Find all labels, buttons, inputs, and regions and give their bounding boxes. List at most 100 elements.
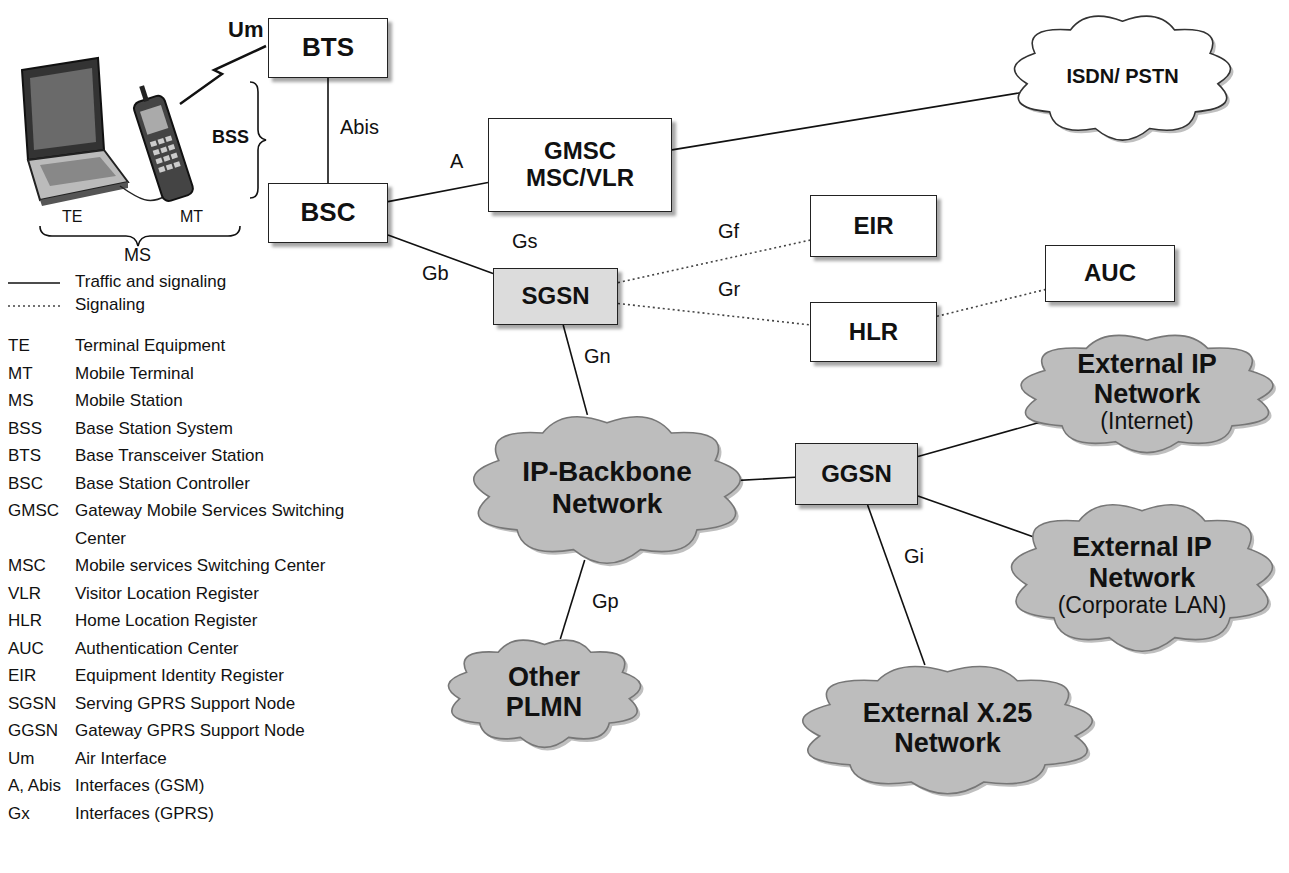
traffic-link xyxy=(327,78,329,183)
node-title: AUC xyxy=(1084,260,1136,287)
traffic-link xyxy=(918,496,1035,538)
definition-cell: Interfaces (GPRS) xyxy=(75,800,365,828)
definition-cell: Mobile services Switching Center xyxy=(75,552,365,580)
signaling-link xyxy=(937,290,1045,317)
abbreviation-cell: BTS xyxy=(8,442,41,470)
interface-label: A xyxy=(448,150,465,172)
node-title: GGSN xyxy=(821,461,892,488)
node-title: EIR xyxy=(853,213,893,240)
definition-cell: Gateway GPRS Support Node xyxy=(75,717,365,745)
cloud-shape xyxy=(474,417,741,564)
signaling-link xyxy=(618,304,810,325)
interface-label: Gn xyxy=(582,345,613,367)
cloud-shape xyxy=(1021,335,1273,452)
pstn-cloud: ISDN/ PSTN xyxy=(1005,2,1240,150)
cable xyxy=(120,186,165,201)
hlr-box: HLR xyxy=(810,302,937,362)
definition-cell: Home Location Register xyxy=(75,607,365,635)
group-label: MS xyxy=(124,246,151,266)
definition-cell: Serving GPRS Support Node xyxy=(75,690,365,718)
abbreviation-cell: MT xyxy=(8,360,33,388)
group-label: BSS xyxy=(212,128,249,148)
node-title: External X.25 Network xyxy=(843,698,1053,758)
abbreviation-cell: VLR xyxy=(8,580,41,608)
cloud-shape xyxy=(448,640,640,747)
definition-cell: Base Station System xyxy=(75,415,365,443)
node-title: BSC xyxy=(301,198,356,227)
definition-cell: Interfaces (GSM) xyxy=(75,772,365,800)
node-title: GMSC MSC/VLR xyxy=(505,138,655,192)
traffic-link xyxy=(388,183,488,202)
abbreviation-cell: HLR xyxy=(8,607,42,635)
definition-cell: Air Interface xyxy=(75,745,365,773)
legend-dotted-sample xyxy=(8,305,60,307)
bts-box: BTS xyxy=(268,18,388,78)
node-title: Other PLMN xyxy=(469,662,619,722)
backbone-cloud: IP-Backbone Network xyxy=(462,400,752,575)
node-title: ISDN/ PSTN xyxy=(1066,65,1178,87)
bsc-box: BSC xyxy=(268,183,388,243)
definition-cell: Equipment Identity Register xyxy=(75,662,365,690)
network-cloud: External X.25 Network xyxy=(790,652,1105,804)
abbreviation-cell: GMSC xyxy=(8,497,59,525)
interface-label: Gr xyxy=(716,278,742,300)
abbreviation-cell: Gx xyxy=(8,800,30,828)
ggsn-box: GGSN xyxy=(795,443,918,505)
definition-cell: Terminal Equipment xyxy=(75,332,365,360)
network-cloud: External IP Network(Internet) xyxy=(1010,322,1284,462)
legend-text: Signaling xyxy=(75,296,145,315)
cloud-shape xyxy=(803,666,1092,793)
interface-label: Gf xyxy=(716,220,741,242)
cloud-shape xyxy=(1015,16,1231,140)
definition-cell: Base Station Controller xyxy=(75,470,365,498)
auc-box: AUC xyxy=(1045,245,1175,302)
abbreviation-cell: TE xyxy=(8,332,30,360)
abbreviation-cell: BSC xyxy=(8,470,43,498)
traffic-link xyxy=(563,325,587,415)
traffic-link xyxy=(918,422,1043,457)
cloud-shape xyxy=(1012,505,1273,652)
signaling-link xyxy=(618,240,810,283)
network-cloud: External IP Network(Corporate LAN) xyxy=(1000,488,1284,663)
abbreviation-cell: Um xyxy=(8,745,34,773)
legend-text: Traffic and signaling xyxy=(75,273,226,292)
abbreviation-cell: SGSN xyxy=(8,690,56,718)
abbreviation-cell: MSC xyxy=(8,552,46,580)
interface-label: Gs xyxy=(512,230,538,252)
part-label: MT xyxy=(180,208,203,226)
interface-label: Abis xyxy=(338,116,381,138)
definition-cell: Mobile Terminal xyxy=(75,360,365,388)
interface-label: Gb xyxy=(420,262,451,284)
node-title: IP-Backbone Network xyxy=(505,456,710,519)
bss-brace xyxy=(250,82,266,198)
definition-cell: Gateway Mobile Services Switching Center xyxy=(75,497,365,552)
definition-cell: Authentication Center xyxy=(75,635,365,663)
ms-brace xyxy=(40,226,240,246)
abbreviation-cell: BSS xyxy=(8,415,42,443)
traffic-link xyxy=(560,560,584,639)
traffic-link xyxy=(672,92,1023,149)
abbreviation-cell: AUC xyxy=(8,635,44,663)
network-cloud: Other PLMN xyxy=(440,628,649,756)
part-label: TE xyxy=(62,208,82,226)
node-title: SGSN xyxy=(521,283,589,310)
laptop-illustration xyxy=(22,58,128,206)
abbreviation-cell: MS xyxy=(8,387,34,415)
air-link xyxy=(180,46,266,104)
interface-label: Gp xyxy=(590,590,621,612)
node-title: BTS xyxy=(302,33,354,62)
node-subtitle: (Corporate LAN) xyxy=(1058,593,1227,619)
abbreviation-cell: EIR xyxy=(8,662,36,690)
interface-label: Gi xyxy=(902,545,926,567)
legend-solid-sample xyxy=(8,282,60,284)
sgsn-box: SGSN xyxy=(493,268,618,325)
node-title: External IP Network xyxy=(1047,532,1237,592)
traffic-link xyxy=(868,505,925,665)
eir-box: EIR xyxy=(810,195,937,257)
phone-illustration xyxy=(128,81,195,203)
traffic-link xyxy=(734,477,795,480)
definition-cell: Base Transceiver Station xyxy=(75,442,365,470)
abbreviation-cell: A, Abis xyxy=(8,772,61,800)
node-title: HLR xyxy=(849,319,898,346)
definition-cell: Mobile Station xyxy=(75,387,365,415)
